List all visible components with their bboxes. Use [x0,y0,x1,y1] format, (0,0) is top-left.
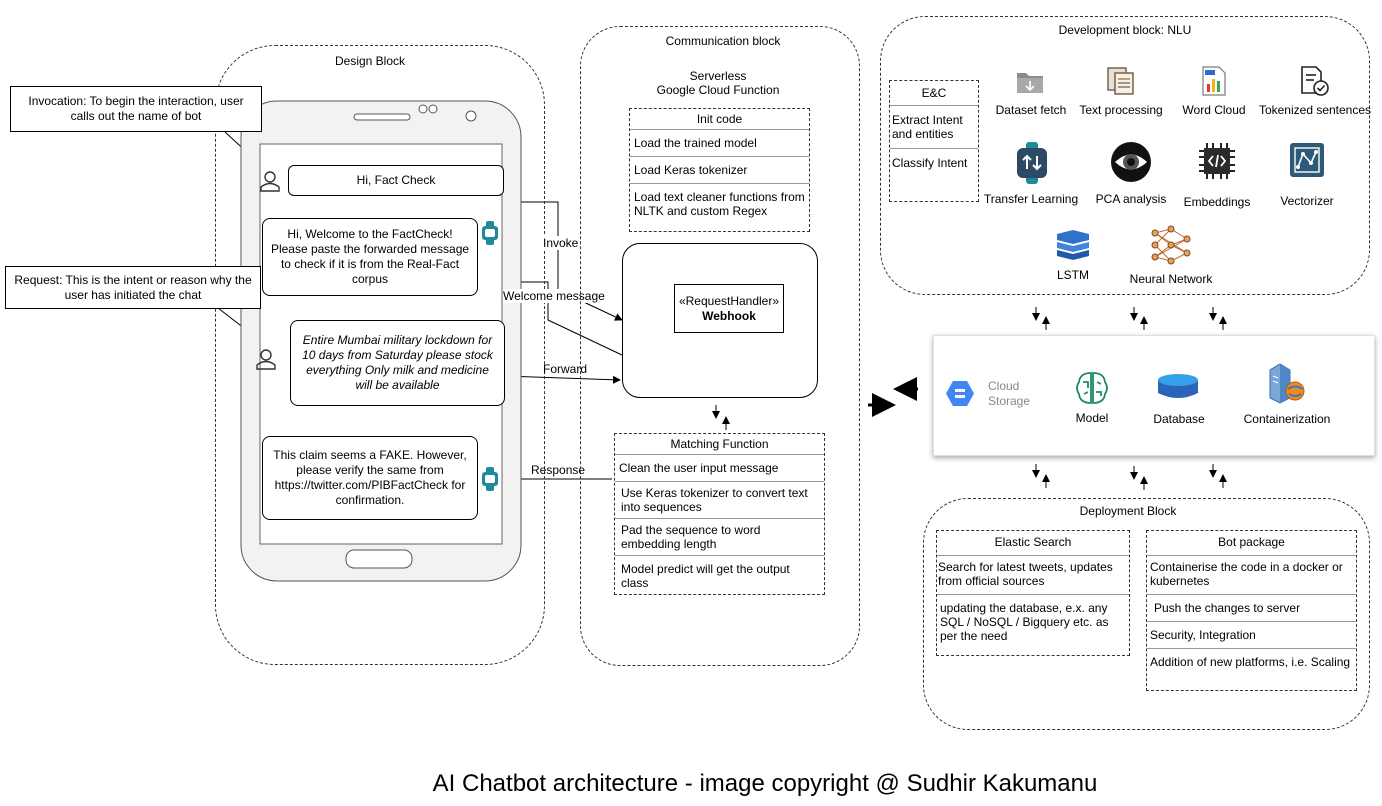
init-code-header: Init code [630,109,809,130]
development-block [880,16,1370,295]
containerization-label: Containerization [1243,412,1331,426]
bot-package-item: Containerise the code in a docker or kub… [1147,556,1356,595]
icon-label: Vectorizer [1280,194,1334,208]
matching-function-item: Use Keras tokenizer to convert text into… [615,482,824,519]
forward-edge [504,375,621,384]
model-label: Model [1075,411,1109,425]
webhook-name: Webhook [702,309,756,323]
cloud-storage-label: Cloud Storage [988,379,1031,408]
init-code-list: Init code Load the trained model Load Ke… [629,108,810,232]
edge-label-response: Response [531,463,586,477]
bot-package-item: Addition of new platforms, i.e. Scaling [1150,655,1351,669]
elastic-search-item: updating the database, e.x. any SQL / No… [940,601,1109,643]
transfer-icon [1017,142,1047,184]
chip-icon [1199,143,1235,179]
model-icon [1076,372,1108,404]
development-block-title: Development block: NLU [1058,23,1192,37]
bot-watch-icon [482,467,498,491]
chat-user-message: Entire Mumbai military lockdown for 10 d… [290,320,505,406]
elastic-search-item: Search for latest tweets, updates from o… [937,556,1129,595]
webhook-stereotype: «RequestHandler» [678,294,780,308]
bot-package-header: Bot package [1147,531,1356,556]
cloud-storage-icon [946,381,974,406]
icon-label: Transfer Learning [983,192,1079,206]
icon-label: Text processing [1079,103,1163,117]
icon-label: Neural Network [1129,272,1213,286]
ec-list: E&C Extract Intent and entities Classify… [889,80,979,202]
serverless-label: Serverless [689,69,747,83]
bot-package-item: Push the changes to server [1147,595,1356,622]
bidir-arrows-dev-storage [1032,307,1227,330]
database-label: Database [1153,412,1205,426]
ec-header: E&C [890,81,978,106]
webhook-box: «RequestHandler» Webhook [674,284,784,333]
ec-item: Extract Intent and entities [890,106,978,149]
database-icon [1158,374,1198,398]
matching-function-item: Pad the sequence to word embedding lengt… [615,519,824,556]
folder-icon [1017,73,1043,93]
design-block-title: Design Block [334,54,406,68]
bidir-arrow-webhook-matching [712,405,730,430]
chat-bot-message: This claim seems a FAKE. However, please… [262,436,478,520]
stack-icon [1057,230,1089,260]
matching-function-item: Clean the user input message [615,455,824,482]
edge-label-invoke: Invoke [543,236,579,250]
edge-label-welcome: Welcome message [503,289,605,303]
init-code-item: Load the trained model [630,130,809,157]
matching-function-header: Matching Function [615,434,824,455]
init-code-item: Load text cleaner functions from NLTK an… [634,190,805,218]
chart-file-icon [1202,66,1226,96]
document-icon [1107,67,1134,95]
init-code-item: Load Keras tokenizer [630,157,809,184]
design-block [215,45,545,665]
vector-icon [1290,143,1324,177]
user-icon [256,349,276,370]
matching-function-item: Model predict will get the output class [621,562,790,590]
icon-label: PCA analysis [1095,192,1167,206]
webhook-container [622,243,818,398]
elastic-search-list: Elastic Search Search for latest tweets,… [936,530,1130,656]
callout-invocation: Invocation: To begin the interaction, us… [10,86,262,132]
chat-bot-message: Hi, Welcome to the FactCheck! Please pas… [262,218,478,296]
matching-function-list: Matching Function Clean the user input m… [614,433,825,595]
bidir-arrows-storage-deploy [1032,464,1227,490]
communication-block-title: Communication block [665,34,781,48]
figure-caption: AI Chatbot architecture - image copyrigh… [432,770,1098,797]
icon-label: Tokenized sentences [1258,103,1372,117]
edge-label-forward: Forward [543,362,588,376]
user-icon [260,171,280,192]
checked-document-icon [1301,66,1329,96]
bot-package-list: Bot package Containerise the code in a d… [1146,530,1357,691]
bot-watch-icon [482,221,498,245]
deployment-block-title: Deployment Block [1079,504,1177,518]
icon-label: LSTM [1056,268,1090,282]
gcf-label: Google Cloud Function [656,83,780,97]
eye-brain-icon [1111,142,1151,182]
bidir-arrow-comm-storage [868,377,918,417]
icon-label: Word Cloud [1182,103,1246,117]
ec-item: Classify Intent [892,156,968,170]
deployment-block [923,498,1370,730]
container-server-icon [1269,363,1305,404]
neural-network-icon [1151,225,1191,265]
callout-request: Request: This is the intent or reason wh… [5,266,261,309]
elastic-search-header: Elastic Search [937,531,1129,556]
icon-label: Embeddings [1183,195,1251,209]
communication-block [580,26,860,666]
chat-user-message: Hi, Fact Check [288,165,504,196]
bot-package-item: Security, Integration [1147,622,1356,649]
icon-label: Dataset fetch [995,103,1067,117]
